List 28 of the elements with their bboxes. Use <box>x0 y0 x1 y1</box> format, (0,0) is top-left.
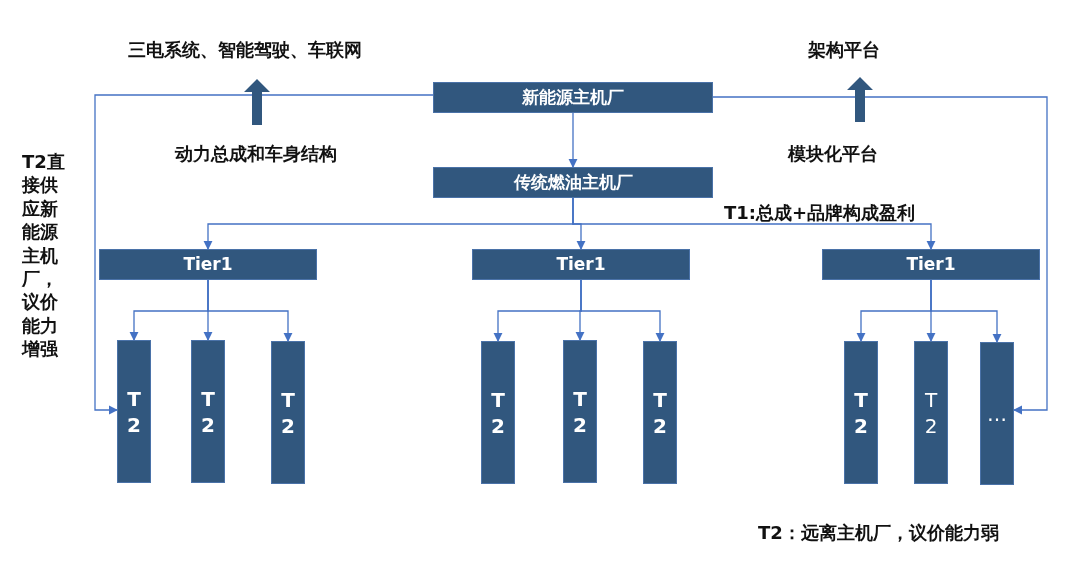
supplier-column: T2 <box>271 341 305 484</box>
heading-text: 架构平台 <box>808 38 880 62</box>
company-box: 传统燃油主机厂 <box>433 167 713 198</box>
connector-arrow <box>712 96 1048 415</box>
connector-arrow <box>572 197 936 250</box>
connector-arrow <box>207 279 293 342</box>
company-box: Tier1 <box>99 249 317 280</box>
supplier-column: … <box>980 342 1014 485</box>
supplier-column: T2 <box>643 341 677 484</box>
note-text: 动力总成和车身结构 <box>175 142 337 166</box>
supplier-column: T2 <box>844 341 878 484</box>
supplier-column: T2 <box>117 340 151 483</box>
connector-arrow <box>568 112 578 168</box>
supplier-column: T2 <box>481 341 515 484</box>
supplier-column: T2 <box>191 340 225 483</box>
note-text: T1:总成+品牌构成盈利 <box>724 201 916 225</box>
side-note: T2直接供应新能源主机厂，议价能力增强 <box>22 150 66 361</box>
supplier-column: T2 <box>563 340 597 483</box>
supplier-column: T2 <box>914 341 948 484</box>
connector-arrow <box>930 279 1002 343</box>
note-text: 模块化平台 <box>788 142 878 166</box>
connector-arrow <box>580 279 665 342</box>
company-box: 新能源主机厂 <box>433 82 713 113</box>
heading-text: 三电系统、智能驾驶、车联网 <box>128 38 362 62</box>
note-text: T2：远离主机厂，议价能力弱 <box>758 521 999 545</box>
company-box: Tier1 <box>472 249 690 280</box>
connector-arrow <box>94 94 434 415</box>
company-box: Tier1 <box>822 249 1040 280</box>
